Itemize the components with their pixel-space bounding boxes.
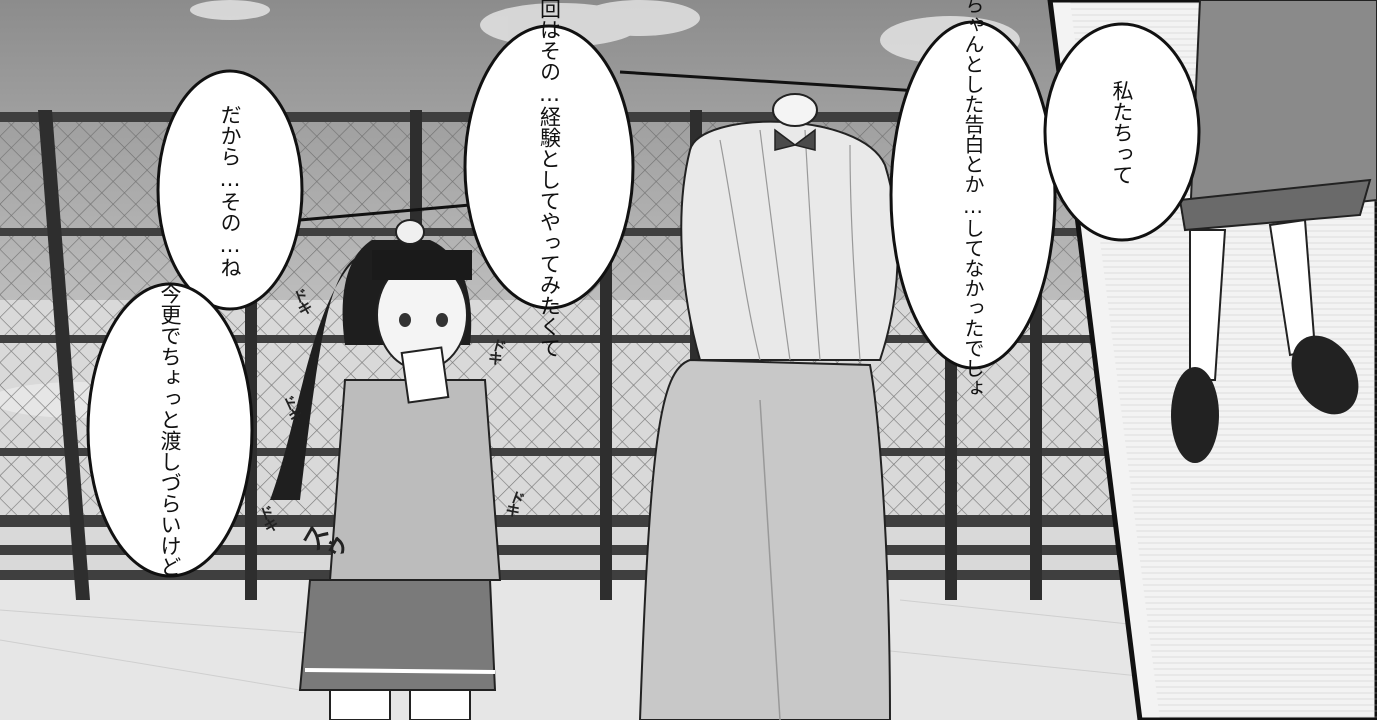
bubble-line: 渡しづらいけど	[158, 430, 182, 577]
bubble-text: ちゃんとした告白とか… してなかったでしょ	[888, 0, 1058, 398]
girl-left	[270, 219, 502, 720]
bubble-line: 経験として	[537, 105, 562, 211]
speech-bubble-5: 私たちって	[1042, 20, 1202, 245]
bubble-line: 一回はその…	[537, 0, 562, 106]
bubble-outline	[1043, 22, 1201, 242]
bubble-line: 私たちって	[1110, 80, 1134, 185]
bubble-line: 今更で	[158, 283, 182, 346]
bubble-outline	[889, 20, 1057, 370]
girl-center-back	[638, 93, 899, 720]
bubble-outline	[463, 24, 635, 310]
bubble-line: ちゃんとした告白とか…	[961, 0, 985, 218]
bubble-line: ちょっと	[158, 346, 182, 430]
bubble-outline	[156, 69, 304, 311]
bubble-line: してなかったでしょ	[961, 217, 985, 398]
bubble-line: やってみたくて	[537, 210, 562, 358]
speech-bubble-4: ちゃんとした告白とか… してなかったでしょ	[888, 0, 1058, 398]
bubble-text: 一回はその… 経験として やってみたくて	[462, 0, 637, 358]
bubble-line: だから…	[218, 103, 242, 191]
bubble-connectors	[299, 70, 936, 222]
speech-bubble-2: 今更で ちょっと 渡しづらいけど	[85, 280, 255, 580]
bubble-outline	[86, 282, 254, 578]
bubble-text: 私たちって	[1042, 20, 1202, 245]
bubble-line: その…ね	[218, 190, 242, 278]
speech-bubble-3: 一回はその… 経験として やってみたくて	[462, 0, 637, 358]
bubble-text: 今更で ちょっと 渡しづらいけど	[85, 280, 255, 580]
speech-bubble-1: だから… その…ね	[155, 68, 305, 313]
bubble-text: だから… その…ね	[155, 68, 305, 313]
